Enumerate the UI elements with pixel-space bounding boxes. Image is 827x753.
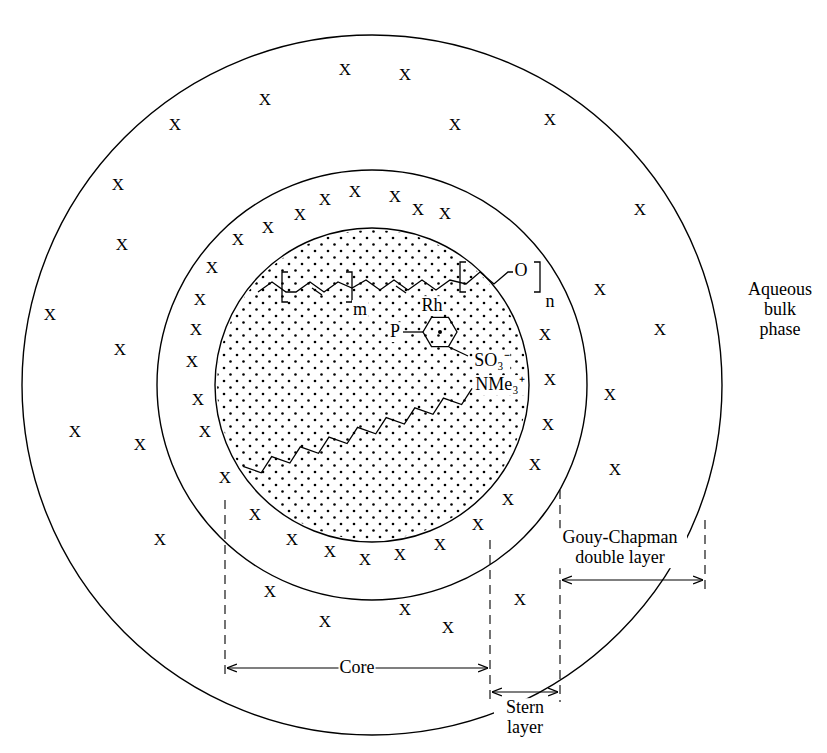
counterion: X xyxy=(541,416,555,435)
counterion: X xyxy=(441,619,455,638)
counterion: X xyxy=(231,231,245,250)
ligand-chain xyxy=(258,262,540,356)
counterion: X xyxy=(398,66,412,85)
repeat-index: n xyxy=(545,292,556,312)
counterion: X xyxy=(318,191,332,210)
region-label: Aqueous bulk phase xyxy=(741,280,819,339)
counterion: X xyxy=(348,183,362,202)
counterion: X xyxy=(258,91,272,110)
region-label: Core xyxy=(339,658,376,678)
counterion: X xyxy=(398,601,412,620)
counterion: X xyxy=(528,456,542,475)
counterion: X xyxy=(133,436,147,455)
counterion: X xyxy=(593,281,607,300)
counterion: X xyxy=(68,423,82,442)
group-label: SO₃⁻ xyxy=(473,351,510,371)
region-label: Stern layer xyxy=(494,698,556,738)
counterion: X xyxy=(115,236,129,255)
counterion: X xyxy=(338,61,352,80)
counterion: X xyxy=(438,205,452,224)
atom-label: P xyxy=(389,322,401,342)
counterion: X xyxy=(111,176,125,195)
counterion: X xyxy=(411,201,425,220)
counterion: X xyxy=(193,291,207,310)
counterion: X xyxy=(285,531,299,550)
counterion: X xyxy=(471,516,485,535)
counterion: X xyxy=(323,543,337,562)
repeat-index: m xyxy=(352,300,368,320)
counterion: X xyxy=(603,386,617,405)
ring-dot xyxy=(438,330,442,334)
counterion: X xyxy=(633,201,647,220)
counterion: X xyxy=(113,341,127,360)
counterion: X xyxy=(168,116,182,135)
counterion: X xyxy=(433,536,447,555)
counterion: X xyxy=(388,188,402,207)
atom-label: O xyxy=(514,261,529,281)
metal-label: Rh xyxy=(420,296,443,316)
counterion: X xyxy=(538,326,552,345)
group-label: NMe₃⁺ xyxy=(474,375,525,395)
counterion: X xyxy=(543,371,557,390)
counterion: X xyxy=(293,206,307,225)
counterion: X xyxy=(189,321,203,340)
counterion: X xyxy=(43,306,57,325)
counterion: X xyxy=(393,546,407,565)
counterion: X xyxy=(185,353,199,372)
counterion: X xyxy=(191,391,205,410)
region-label: Gouy-Chapman double layer xyxy=(553,528,687,568)
core-dots xyxy=(215,228,531,544)
outer-circle xyxy=(22,35,722,735)
counterion: X xyxy=(513,591,527,610)
counterion: X xyxy=(608,461,622,480)
middle-circle xyxy=(157,170,587,600)
alkyl-chain xyxy=(243,388,472,472)
dimension-lines xyxy=(225,490,705,702)
counterion: X xyxy=(501,491,515,510)
counterion: X xyxy=(261,219,275,238)
counterion: X xyxy=(218,469,232,488)
counterion: X xyxy=(318,613,332,632)
counterion: X xyxy=(543,111,557,130)
counterion: X xyxy=(448,116,462,135)
counterion: X xyxy=(153,531,167,550)
counterion: X xyxy=(358,551,372,570)
counterion: X xyxy=(205,259,219,278)
counterion: X xyxy=(248,506,262,525)
counterion: X xyxy=(653,321,667,340)
micelle-circles xyxy=(22,35,722,735)
counterion: X xyxy=(198,423,212,442)
counterion: X xyxy=(263,583,277,602)
